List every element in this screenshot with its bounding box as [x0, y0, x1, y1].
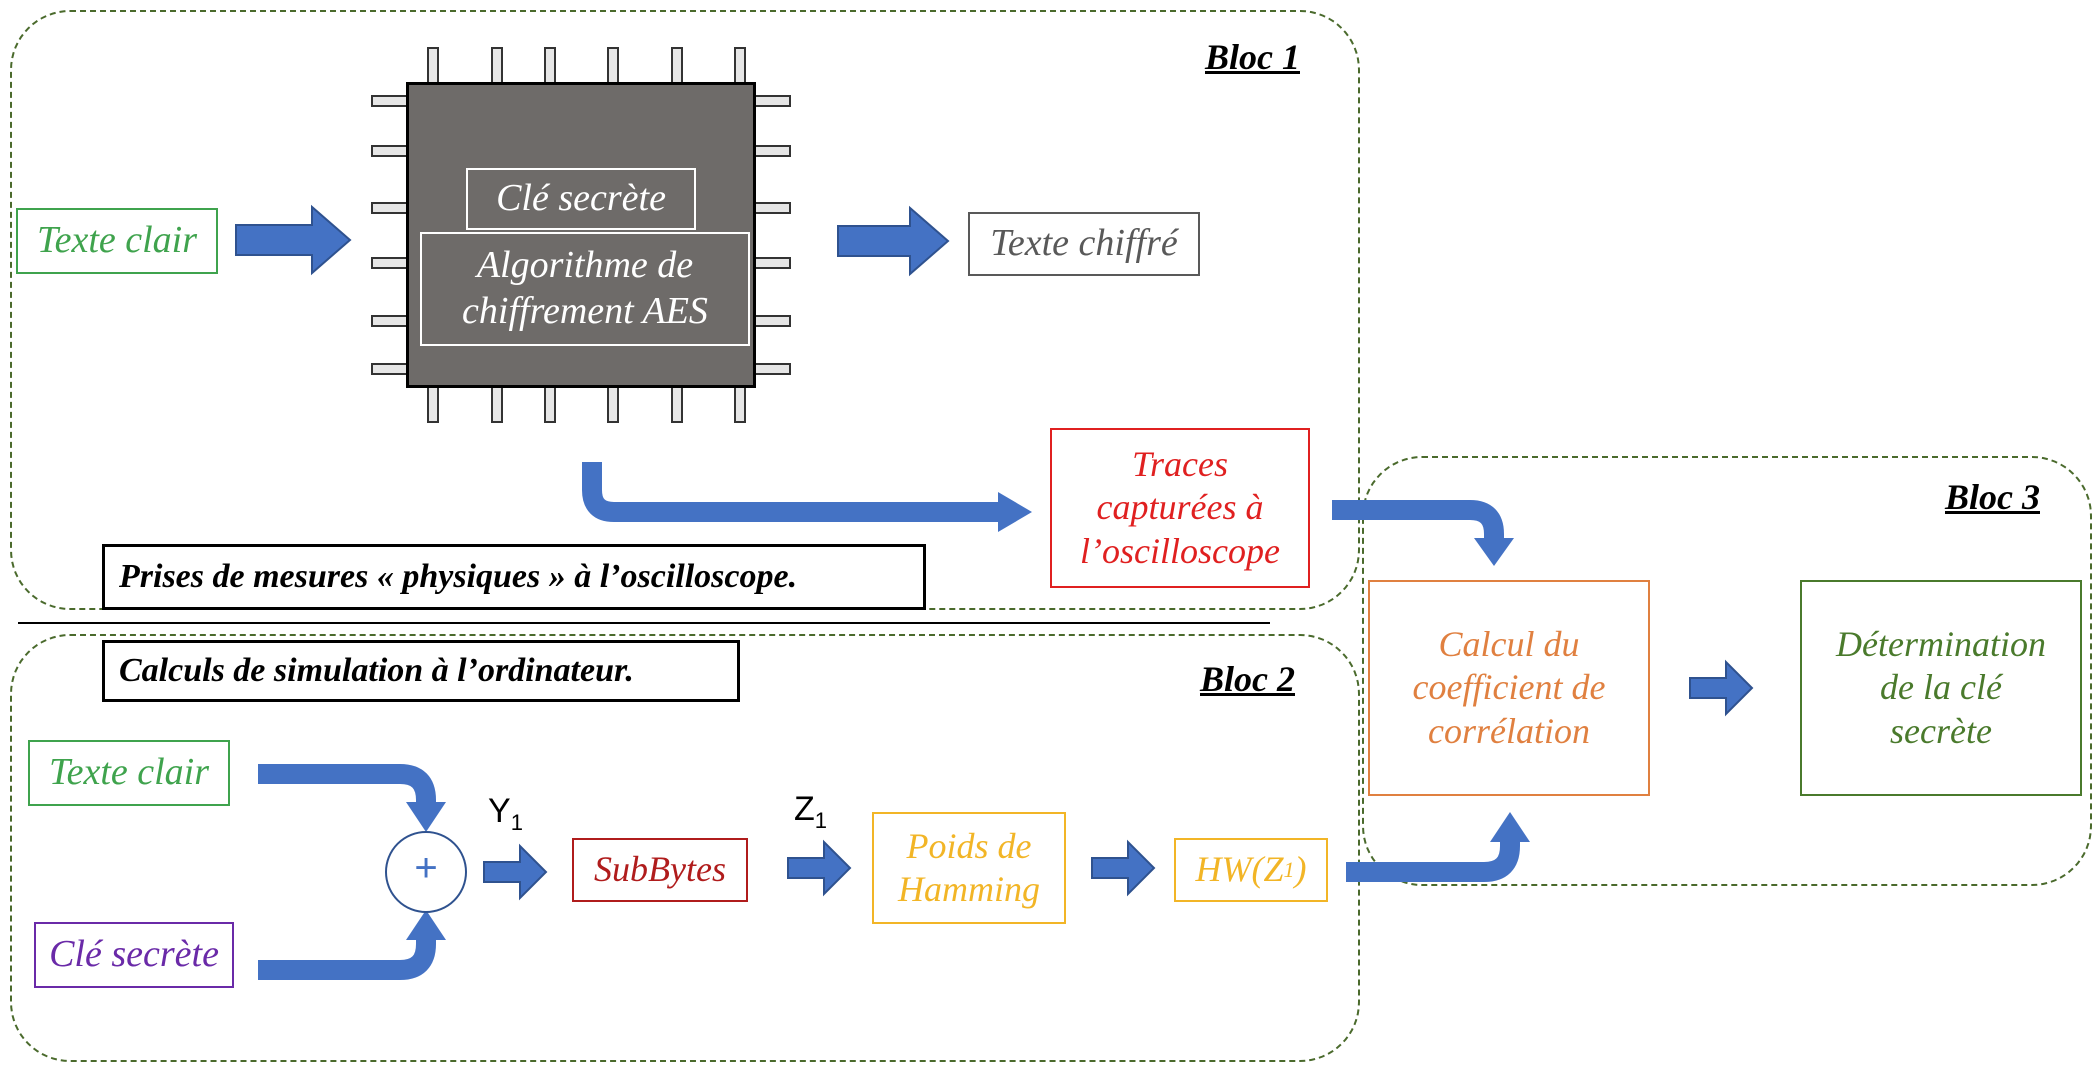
- arrow-xor-subbytes: [483, 843, 548, 901]
- bloc-3-frame: [1362, 456, 2092, 886]
- arrow-chip-traces-body: [582, 462, 1000, 522]
- texte-chiffre-output: Texte chiffré: [968, 212, 1200, 276]
- arrow-hw-calcul-body: [1346, 836, 1520, 882]
- y1-sub: 1: [510, 809, 523, 835]
- cle-secrete-input-2: Clé secrète: [34, 922, 234, 988]
- arrow-hw-calcul-head: [1490, 812, 1530, 842]
- arrow-output: [837, 205, 950, 277]
- calcul-correlation-box: Calcul du coefficient de corrélation: [1368, 580, 1650, 796]
- xor-circle: [385, 831, 467, 913]
- poids-line1: Poids de: [906, 825, 1032, 866]
- hw-sub: 1: [1283, 856, 1295, 882]
- texte-clair-input-1: Texte clair: [16, 208, 218, 274]
- determination-cle-box: Détermination de la clé secrète: [1800, 580, 2082, 796]
- note-physique: Prises de mesures « physiques » à l’osci…: [102, 544, 926, 610]
- calcul-line2: coefficient de: [1412, 667, 1606, 708]
- z1-base: Z: [794, 790, 815, 828]
- determination-line1: Détermination: [1836, 624, 2046, 665]
- arrow-poids-hw: [1091, 839, 1156, 897]
- arrow-traces-calcul-body: [1332, 500, 1504, 544]
- traces-box: Traces capturées à l’oscilloscope: [1050, 428, 1310, 588]
- traces-line3: l’oscilloscope: [1080, 530, 1280, 571]
- chip-key-label: Clé secrète: [466, 168, 696, 230]
- bloc-3-title: Bloc 3: [1945, 477, 2040, 517]
- y1-base: Y: [488, 792, 511, 830]
- determination-line2: de la clé: [1880, 667, 2002, 708]
- traces-line1: Traces: [1131, 444, 1228, 485]
- poids-line2: Hamming: [898, 869, 1040, 909]
- arrow-traces-calcul-head: [1474, 538, 1514, 566]
- separator-line: [18, 622, 1270, 624]
- texte-clair-input-2: Texte clair: [28, 740, 230, 806]
- calcul-line3: corrélation: [1428, 710, 1590, 751]
- xor-symbol: +: [414, 846, 438, 890]
- arrow-texte-xor-head: [406, 802, 446, 832]
- chip-algo-box: Algorithme de chiffrement AES: [420, 232, 750, 346]
- bloc-1-title: Bloc 1: [1205, 37, 1300, 77]
- hw-suffix: ): [1294, 849, 1307, 890]
- hw-prefix: HW(Z: [1195, 849, 1284, 890]
- y1-label: Y1: [488, 792, 523, 836]
- arrow-calcul-determination: [1689, 659, 1754, 717]
- arrow-chip-traces-head: [998, 492, 1032, 532]
- chip-pins: [371, 47, 791, 423]
- subbytes-box: SubBytes: [572, 838, 748, 902]
- chip-algo-line2: chiffrement AES: [462, 290, 708, 332]
- arrow-input: [235, 204, 352, 276]
- arrow-subbytes-poids: [787, 839, 852, 897]
- arrow-cle-xor-head: [406, 910, 446, 940]
- chip-algo-line1: Algorithme de: [476, 244, 694, 287]
- determination-line3: secrète: [1890, 710, 1992, 751]
- bloc-2-frame: [10, 634, 1360, 1062]
- calcul-line1: Calcul du: [1438, 624, 1580, 665]
- note-simulation: Calculs de simulation à l’ordinateur.: [102, 640, 740, 702]
- arrow-texte-xor-body: [258, 764, 436, 810]
- poids-hamming-box: Poids de Hamming: [872, 812, 1066, 924]
- z1-label: Z1: [794, 790, 827, 834]
- traces-line2: capturées à: [1096, 487, 1264, 528]
- arrow-cle-xor-body: [258, 934, 436, 980]
- chip-body: [406, 82, 756, 388]
- bloc-2-title: Bloc 2: [1200, 659, 1295, 699]
- z1-sub: 1: [814, 807, 828, 833]
